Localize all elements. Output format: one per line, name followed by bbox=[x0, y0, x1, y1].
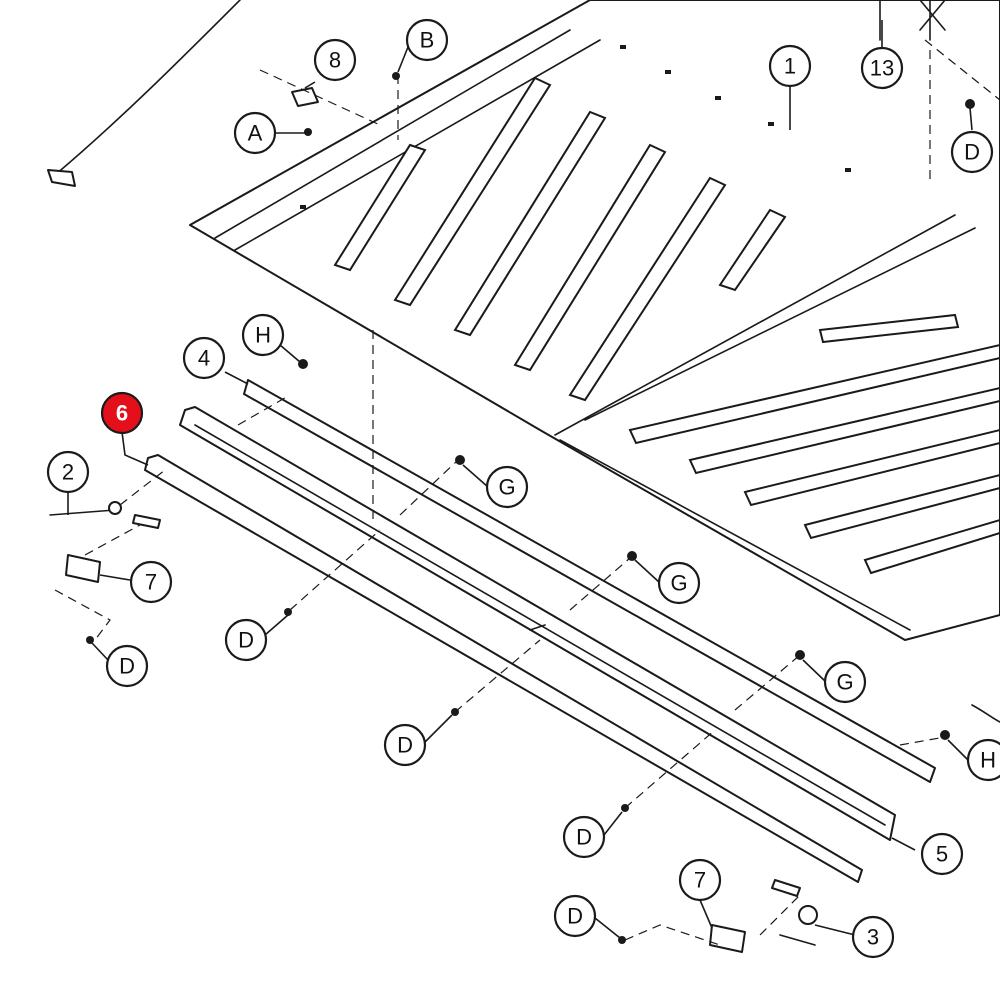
callout-d-4: D bbox=[562, 815, 606, 859]
callout-6-highlighted: 6 bbox=[100, 391, 144, 435]
callout-label: 8 bbox=[329, 48, 341, 73]
callout-label: D bbox=[964, 140, 980, 165]
callout-5: 5 bbox=[920, 832, 964, 876]
floor-panel bbox=[189, 0, 1000, 641]
callout-label: G bbox=[498, 475, 515, 500]
callout-d-left: D bbox=[105, 644, 149, 688]
callout-g-3: G bbox=[823, 660, 867, 704]
callout-label: 5 bbox=[936, 842, 948, 867]
callout-label: D bbox=[238, 628, 254, 653]
callout-label: 1 bbox=[784, 54, 796, 79]
callout-label: D bbox=[576, 825, 592, 850]
callout-label: 4 bbox=[198, 346, 210, 371]
hinge-pin-2 bbox=[49, 501, 161, 529]
callout-label: 13 bbox=[870, 56, 894, 81]
callout-label: A bbox=[248, 121, 263, 146]
latch-plate-7b bbox=[709, 924, 746, 953]
callout-d-3: D bbox=[383, 723, 427, 767]
rail-part-6 bbox=[144, 454, 863, 883]
callout-1: 1 bbox=[768, 44, 812, 88]
bracket-8 bbox=[291, 87, 319, 107]
callout-h-upper: H bbox=[241, 313, 285, 357]
callout-4: 4 bbox=[182, 336, 226, 380]
callout-label: B bbox=[420, 28, 435, 53]
leader-lines bbox=[67, 20, 973, 939]
callout-7-left: 7 bbox=[129, 560, 173, 604]
callout-2: 2 bbox=[46, 450, 90, 494]
callout-8: 8 bbox=[313, 38, 357, 82]
callout-label: 7 bbox=[145, 570, 157, 595]
callout-d-5: D bbox=[553, 894, 597, 938]
callout-label: G bbox=[670, 571, 687, 596]
callout-label: 2 bbox=[62, 460, 74, 485]
callout-7-bottom: 7 bbox=[678, 858, 722, 902]
assembly-lines bbox=[54, 39, 1000, 946]
hinge-pin-3 bbox=[771, 879, 818, 946]
rail-part-4 bbox=[243, 379, 936, 783]
callout-d-2: D bbox=[224, 618, 268, 662]
callout-label: D bbox=[397, 733, 413, 758]
cable bbox=[54, 0, 241, 176]
callout-h-right: H bbox=[966, 738, 1000, 782]
callout-d-top-right: D bbox=[950, 130, 994, 174]
callout-label: G bbox=[836, 670, 853, 695]
callout-g-1: G bbox=[485, 465, 529, 509]
callout-label: D bbox=[567, 904, 583, 929]
hardware bbox=[86, 72, 975, 944]
callout-label: D bbox=[119, 654, 135, 679]
strut-13 bbox=[879, 0, 946, 41]
callout-label: 3 bbox=[867, 925, 879, 950]
callout-label: H bbox=[980, 748, 996, 773]
callout-label: 6 bbox=[116, 401, 128, 426]
callout-a: A bbox=[233, 111, 277, 155]
callout-label: H bbox=[255, 323, 271, 348]
cable-end bbox=[47, 169, 76, 187]
cable-right bbox=[971, 704, 1000, 723]
callout-g-2: G bbox=[657, 561, 701, 605]
callout-b: B bbox=[405, 18, 449, 62]
latch-plate-7a bbox=[65, 554, 101, 583]
callout-label: 7 bbox=[694, 868, 706, 893]
callout-13: 13 bbox=[860, 46, 904, 90]
callout-3: 3 bbox=[851, 915, 895, 959]
